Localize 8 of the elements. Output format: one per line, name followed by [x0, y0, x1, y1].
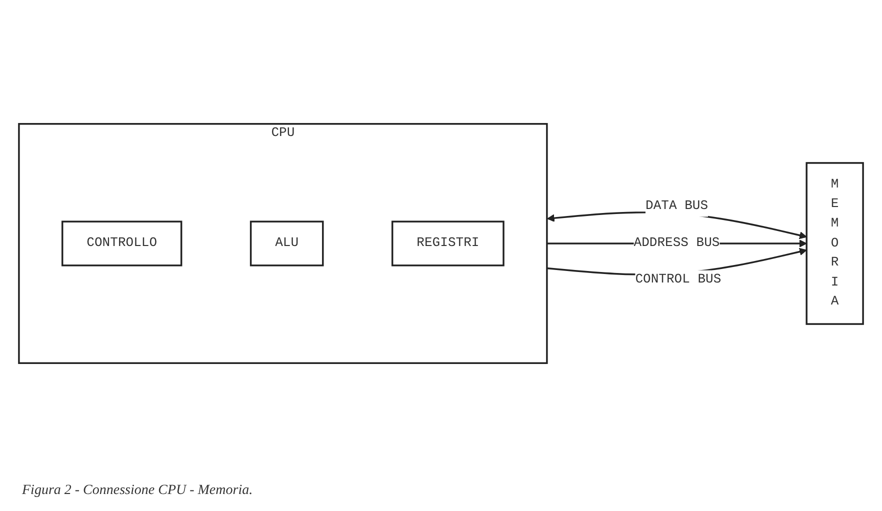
- node-box: ALU: [250, 220, 324, 266]
- figure-caption: Figura 2 - Connessione CPU - Memoria.: [22, 483, 254, 499]
- edge-label: ADDRESS BUS: [634, 235, 720, 250]
- node-box: REGISTRI: [392, 220, 504, 266]
- edge-label: DATA BUS: [646, 198, 708, 214]
- node-box: MEMORIA: [806, 162, 864, 325]
- edge-label: CONTROL BUS: [635, 272, 722, 287]
- node-box: CONTROLLO: [62, 220, 182, 266]
